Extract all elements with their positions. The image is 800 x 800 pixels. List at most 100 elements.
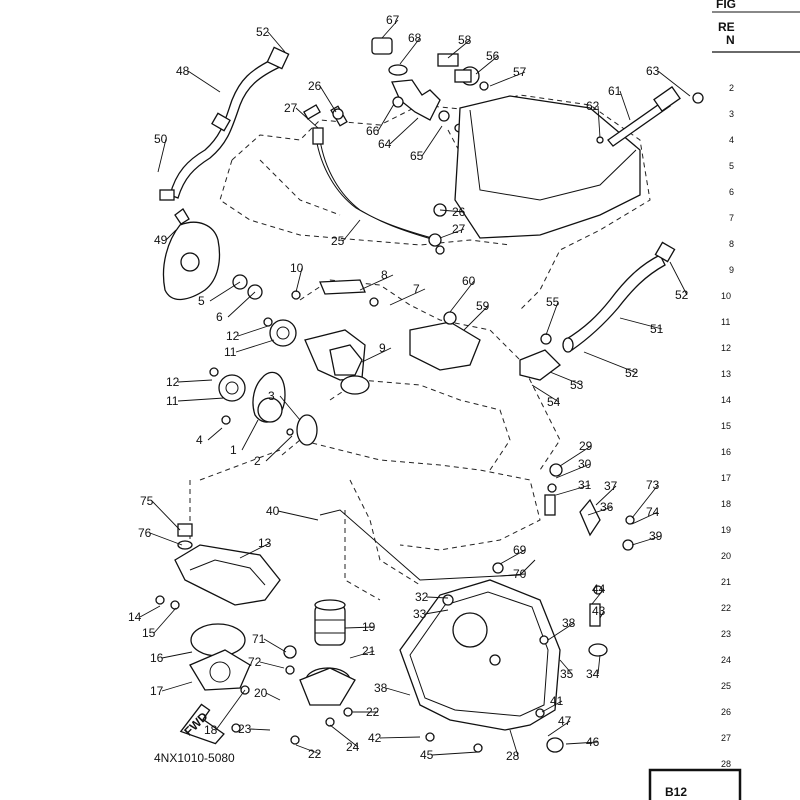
- leader-line: [597, 654, 601, 675]
- callout-label: 22: [366, 705, 380, 719]
- callout-label: 8: [381, 268, 388, 282]
- callout-label: 7: [413, 282, 420, 296]
- leader-line: [295, 744, 321, 755]
- callout-label: 17: [150, 684, 164, 698]
- callout-label: 14: [128, 610, 142, 624]
- callout-label: 50: [154, 132, 168, 146]
- ref-number: 12: [721, 343, 731, 353]
- leader-line: [237, 325, 269, 337]
- callout-label: 25: [331, 234, 345, 248]
- ref-number: 21: [721, 577, 731, 587]
- leader-line: [235, 339, 275, 353]
- ref-number: 7: [729, 213, 734, 223]
- leader-line: [329, 724, 359, 748]
- callout-label: 72: [248, 655, 262, 669]
- callout-label: 56: [486, 49, 500, 63]
- leader-line: [597, 105, 601, 139]
- leader-line: [379, 736, 421, 739]
- header-no: N: [726, 33, 735, 47]
- callout-label: 30: [578, 457, 592, 471]
- leader-line: [241, 419, 259, 451]
- oil-hose-48: [159, 46, 290, 201]
- ref-number: 3: [729, 109, 734, 119]
- leader-line: [149, 532, 183, 546]
- breather-hose-51: [562, 241, 676, 353]
- leader-line: [265, 692, 281, 701]
- leader-line: [239, 542, 271, 559]
- leader-line: [424, 609, 449, 615]
- callout-label: 38: [562, 616, 576, 630]
- leader-line: [279, 395, 301, 421]
- leader-line: [549, 371, 583, 386]
- leader-line: [359, 274, 394, 291]
- callout-label: 41: [550, 694, 564, 708]
- leader-line: [595, 485, 617, 506]
- leader-line: [265, 435, 293, 462]
- leader-line: [449, 280, 475, 313]
- callout-label: 44: [592, 582, 606, 596]
- pump-bracket-59: [409, 311, 561, 381]
- leader-line: [545, 301, 559, 336]
- ref-number: 20: [721, 551, 731, 561]
- pan-gasket-40: [319, 509, 536, 581]
- callout-label: 10: [290, 261, 304, 275]
- callout-label: 64: [378, 137, 392, 151]
- leader-line: [669, 261, 688, 296]
- leader-line: [555, 484, 591, 496]
- callout-label: 3: [268, 389, 275, 403]
- leader-line: [541, 700, 563, 713]
- leader-line: [267, 31, 286, 53]
- callout-label: 63: [646, 64, 660, 78]
- callout-label: 42: [368, 731, 382, 745]
- ref-number: 10: [721, 291, 731, 301]
- leader-line: [389, 288, 426, 306]
- callout-label: 33: [413, 607, 427, 621]
- leader-line: [426, 596, 449, 599]
- callout-label: 28: [506, 749, 520, 763]
- leader-line: [381, 19, 399, 39]
- callout-label: 52: [675, 288, 689, 302]
- leader-line: [619, 317, 663, 330]
- leader-line: [342, 219, 361, 242]
- ref-number: 27: [721, 733, 731, 743]
- callout-label: 39: [649, 529, 663, 543]
- callout-label: 76: [138, 526, 152, 540]
- ref-number: 9: [729, 265, 734, 275]
- callout-label: 45: [420, 748, 434, 762]
- leader-line: [439, 209, 465, 213]
- callout-label: 12: [166, 375, 180, 389]
- leader-line: [631, 484, 659, 519]
- leader-line: [161, 651, 193, 659]
- leader-line: [259, 661, 285, 669]
- oil-filter-19: [299, 599, 356, 706]
- leader-line: [227, 291, 256, 318]
- leader-line: [157, 138, 167, 173]
- callout-label: 38: [374, 681, 388, 695]
- left-cover: [162, 208, 263, 301]
- leader-line: [215, 689, 246, 731]
- small-hardware: [155, 108, 635, 753]
- ref-number: 13: [721, 369, 731, 379]
- leader-line: [475, 55, 499, 75]
- strainer-cover-13: [174, 523, 281, 691]
- figure-id: B12: [665, 785, 687, 799]
- leader-line: [657, 70, 691, 97]
- leader-line: [599, 610, 605, 619]
- ref-number: 23: [721, 629, 731, 639]
- callout-label: 67: [386, 13, 400, 27]
- leader-line: [547, 720, 571, 737]
- leader-line: [547, 622, 575, 641]
- leader-line: [587, 506, 613, 516]
- leader-line: [555, 463, 591, 479]
- ref-number: 14: [721, 395, 731, 405]
- callout-label: 34: [586, 667, 600, 681]
- callout-label: 46: [586, 735, 600, 749]
- leader-line: [361, 347, 392, 363]
- callout-label: 27: [284, 101, 298, 115]
- callout-label: 74: [646, 505, 660, 519]
- callout-label: 26: [452, 205, 466, 219]
- ref-number: 17: [721, 473, 731, 483]
- leader-line: [139, 605, 161, 618]
- leader-line: [431, 751, 479, 756]
